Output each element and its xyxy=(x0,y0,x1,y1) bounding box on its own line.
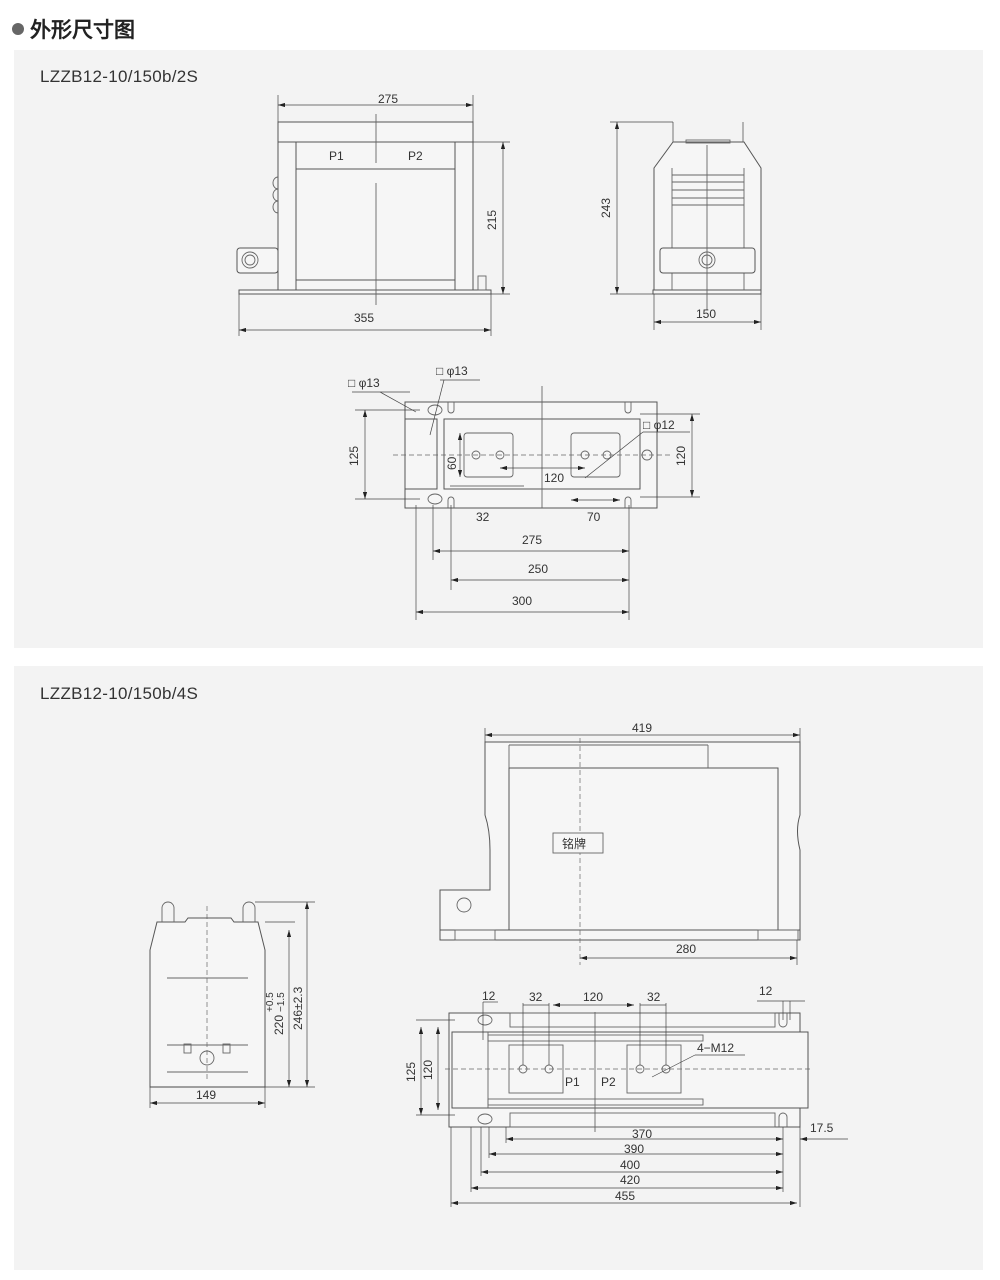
dim-390: 390 xyxy=(624,1142,644,1156)
dim-455: 455 xyxy=(615,1189,635,1203)
dim-243: 243 xyxy=(599,198,613,218)
dim-120-height: 120 xyxy=(421,1060,435,1080)
dim-120-height: 120 xyxy=(674,446,688,466)
dim-280: 280 xyxy=(676,942,696,956)
hole-phi13-top: □ φ13 xyxy=(436,364,468,378)
dim-275: 275 xyxy=(378,92,398,106)
dim-17-5: 17.5 xyxy=(810,1121,834,1135)
label-p1: P1 xyxy=(565,1075,580,1089)
dim-60: 60 xyxy=(445,456,459,470)
dim-32-right: 32 xyxy=(647,990,661,1004)
side-view-4s: 铭牌 419 280 xyxy=(439,721,801,965)
dim-70: 70 xyxy=(587,510,601,524)
hole-phi12: □ φ12 xyxy=(643,418,675,432)
drawing-panel-2s: LZZB12-10/150b/2S xyxy=(14,50,983,648)
dim-275: 275 xyxy=(522,533,542,547)
dim-246: 246±2.3 xyxy=(291,986,305,1030)
dim-125: 125 xyxy=(404,1062,418,1082)
dim-150: 150 xyxy=(696,307,716,321)
dim-120: 120 xyxy=(583,990,603,1004)
dim-125: 125 xyxy=(347,446,361,466)
dim-300: 300 xyxy=(512,594,532,608)
dim-32: 32 xyxy=(476,510,490,524)
plan-view-4s: 12 12 32 120 32 4−M12 P1 P2 125 120 17.5… xyxy=(404,984,848,1207)
dim-215: 215 xyxy=(485,210,499,230)
end-view-4s: 220 +0.5 −1.5 246±2.3 149 xyxy=(149,901,315,1108)
side-view-2s: 243 150 xyxy=(599,121,762,330)
hole-phi13-left: □ φ13 xyxy=(348,376,380,390)
section-header: 外形尺寸图 xyxy=(12,14,135,44)
dim-370: 370 xyxy=(632,1127,652,1141)
dim-400: 400 xyxy=(620,1158,640,1172)
front-view-2s: 275 P1 P2 215 355 xyxy=(236,92,510,336)
dim-12-right: 12 xyxy=(759,984,773,998)
section-title: 外形尺寸图 xyxy=(30,18,135,42)
dim-120: 120 xyxy=(544,471,564,485)
dim-420: 420 xyxy=(620,1173,640,1187)
model-label: LZZB12-10/150b/2S xyxy=(40,67,199,86)
dim-355: 355 xyxy=(354,311,374,325)
label-p1: P1 xyxy=(329,149,344,163)
plan-view-2s: □ φ13 □ φ13 □ φ12 125 120 60 32 120 70 2… xyxy=(347,364,700,620)
dim-220: 220 xyxy=(272,1015,286,1035)
dim-419: 419 xyxy=(632,721,652,735)
thread-4-m12: 4−M12 xyxy=(697,1041,734,1055)
tol-plus: +0.5 xyxy=(265,992,276,1012)
dim-250: 250 xyxy=(528,562,548,576)
label-p2: P2 xyxy=(601,1075,616,1089)
tol-minus: −1.5 xyxy=(276,992,287,1012)
dim-149: 149 xyxy=(196,1088,216,1102)
label-p2: P2 xyxy=(408,149,423,163)
dim-12-left: 12 xyxy=(482,989,496,1003)
dim-32-left: 32 xyxy=(529,990,543,1004)
nameplate-label: 铭牌 xyxy=(562,836,586,851)
model-label: LZZB12-10/150b/4S xyxy=(40,684,199,703)
bullet-icon xyxy=(12,23,24,35)
